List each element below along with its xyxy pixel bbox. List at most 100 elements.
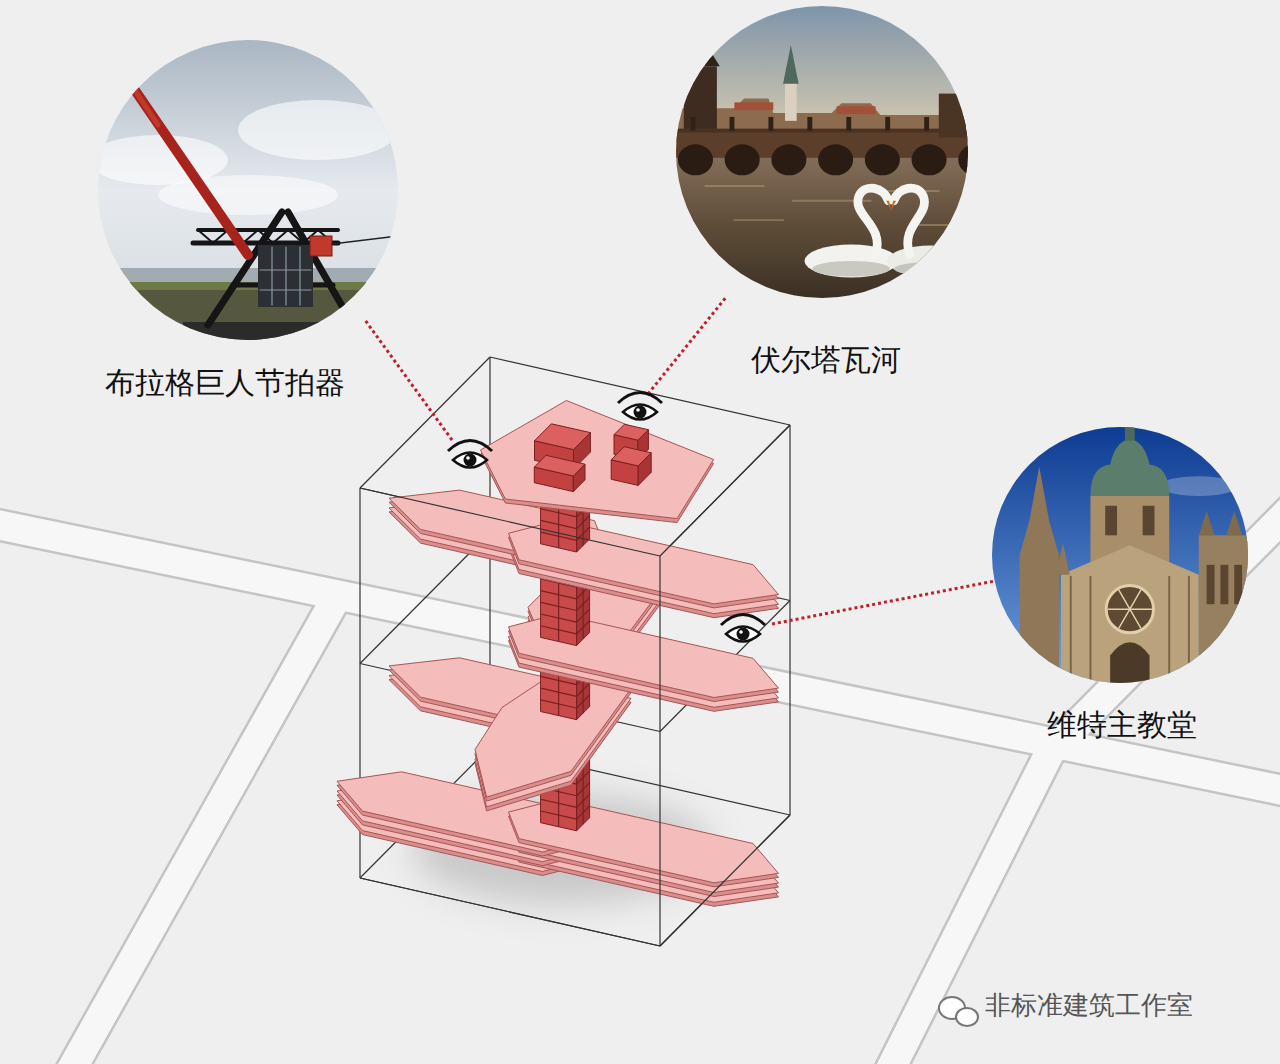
leader-line [365,320,452,440]
eye-outline [623,405,657,420]
box-edge [660,425,790,556]
photo-part [846,117,851,131]
photo-part [1130,609,1141,628]
photo-part [894,188,924,254]
photo-circle: 布拉格巨人节拍器 [98,40,398,340]
photo-part [681,35,720,66]
photo-part [1125,427,1135,441]
photo-part [804,244,897,277]
sky [676,6,968,154]
photo-part [258,245,313,307]
photo-part [183,322,383,340]
photo-part [958,144,968,175]
photo-circle: 维特主教堂 [992,427,1248,683]
photo-part [734,219,783,221]
photo-part [768,117,773,131]
box-edge [360,878,660,946]
roof-block [614,424,648,440]
photo-part [299,247,300,305]
photo-label: 维特主教堂 [1047,707,1197,743]
photo-part [886,201,891,211]
photo-part [1056,543,1070,575]
photo-part [1226,511,1242,536]
photo [992,427,1248,683]
photo-part [939,94,968,138]
eye-brow [618,393,662,404]
photo-circle: 伏尔塔瓦河 [676,6,968,298]
photo-part [885,117,890,131]
photo-part [120,68,158,125]
eye-symbol [618,393,662,420]
roof-block [611,447,651,466]
box-edge [360,488,660,556]
box-edge [360,878,660,946]
floor-slab [475,672,631,797]
photo-part [1090,439,1169,496]
eye-iris [737,628,750,641]
photo-part [1070,577,1072,683]
photo-part [310,236,332,256]
photo-part [1234,565,1242,604]
photo-part [678,144,713,175]
photo-part [912,144,947,175]
photo-part [1061,545,1199,683]
photo-part [1159,476,1238,496]
photo-part [771,144,806,175]
photo-part [260,289,311,290]
photo-part [238,100,398,160]
photo-part [734,102,773,110]
wechat-icon [956,1008,978,1026]
eye-highlight [636,408,640,412]
road-edge [60,600,335,1064]
photo-part [887,245,968,276]
photo-part [725,144,760,175]
photo-part [812,261,890,277]
photo-part [1119,609,1130,628]
photo-part [865,144,900,175]
eye-iris [634,406,647,419]
roof-block [534,455,585,476]
eye-symbol [721,615,765,642]
photo-part [1207,565,1215,604]
photo-part [891,201,896,211]
photo-part [98,282,398,340]
photo-content [992,427,1248,683]
box-edge [659,556,660,946]
photo-part [260,269,311,270]
eye-brow [448,441,492,452]
box-edge [490,357,790,425]
photo-label: 伏尔塔瓦河 [751,342,901,378]
photo-part [1168,577,1170,683]
photo-part [783,45,799,84]
photo-part [691,117,696,131]
photo [676,6,968,298]
photo-part [271,247,272,305]
photo-part [1220,565,1228,604]
road [60,600,335,1064]
photo-part [858,188,888,254]
box-edge [360,357,490,488]
photo-part [1130,608,1152,609]
photo-part [1199,511,1215,536]
photo-content [676,6,968,298]
photo-part [1106,586,1153,633]
eye-highlight [739,630,743,634]
photo [98,40,398,340]
water [676,154,968,298]
photo-part [1130,590,1141,609]
photo-part [1188,577,1190,683]
photo-part [98,282,398,290]
photo-part [919,224,958,226]
brick-line [558,505,559,548]
photo-part [818,144,853,175]
photo-part [158,175,338,215]
photo-part [1110,642,1149,683]
eye-brow [721,615,765,626]
photo-part [730,117,735,131]
photo-part [1143,506,1155,536]
roof-block [535,424,591,450]
eye-outline [726,627,760,642]
eye-outline [453,453,487,468]
watermark-box: 非标准建筑工作室 [985,990,1193,1021]
eye-highlight [466,456,470,460]
